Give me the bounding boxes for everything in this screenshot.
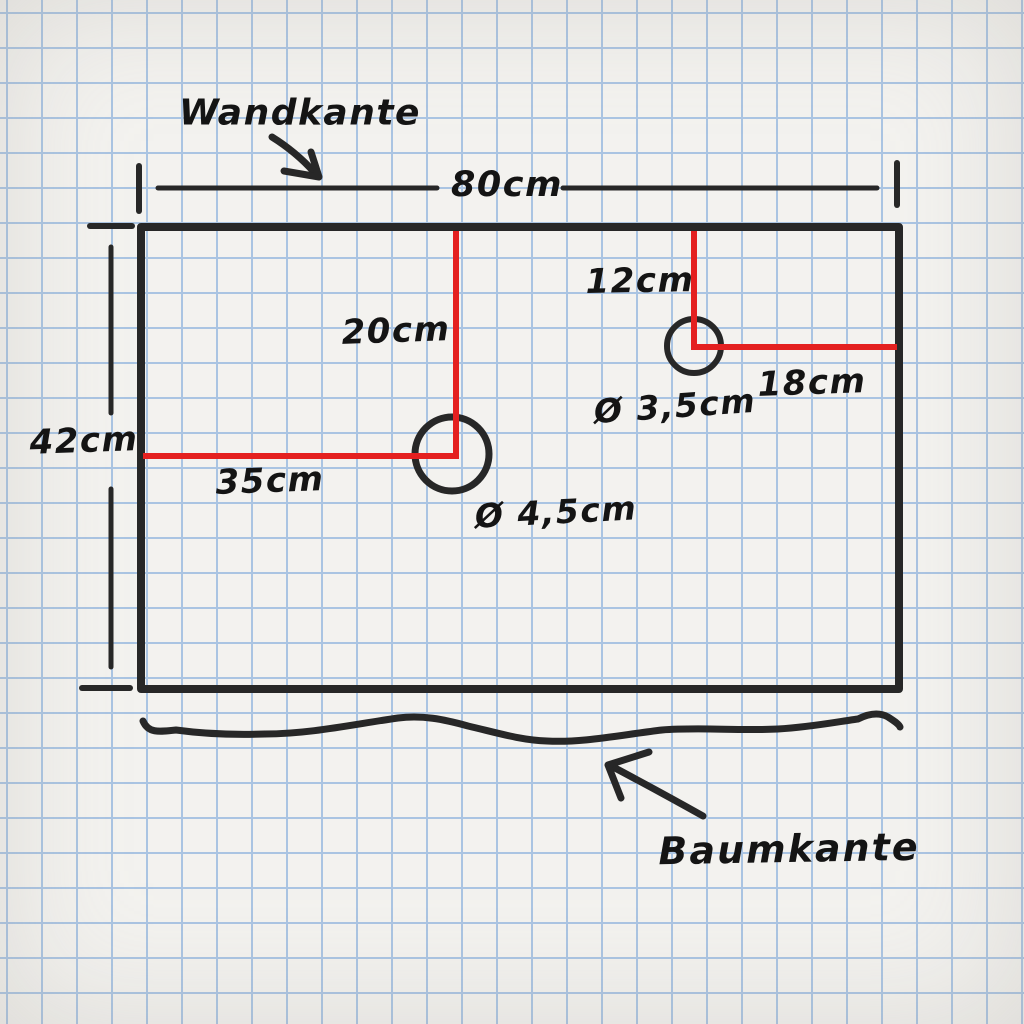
board-wavy-edge [139,710,904,745]
baumkante-arrow [604,748,707,820]
dim-width-label: 80cm [451,165,563,205]
dim-height-label: 42cm [28,419,140,463]
hole-1-offset-lines [143,231,459,459]
hole-2-right-offset-label: 18cm [756,361,868,405]
board-outline [137,223,903,693]
board-edge-label: Baumkante [658,824,920,874]
dim-line-width [136,160,900,214]
hole-2-offset-lines [691,231,897,350]
wandkante-arrow [268,133,323,181]
hole-1-top-offset-label: 20cm [340,309,452,353]
hole-2-top-offset-label: 12cm [585,260,695,302]
hole-1-left-offset-label: 35cm [214,459,326,503]
wall-edge-label: Wandkante [179,92,421,134]
dim-line-height [79,223,135,691]
